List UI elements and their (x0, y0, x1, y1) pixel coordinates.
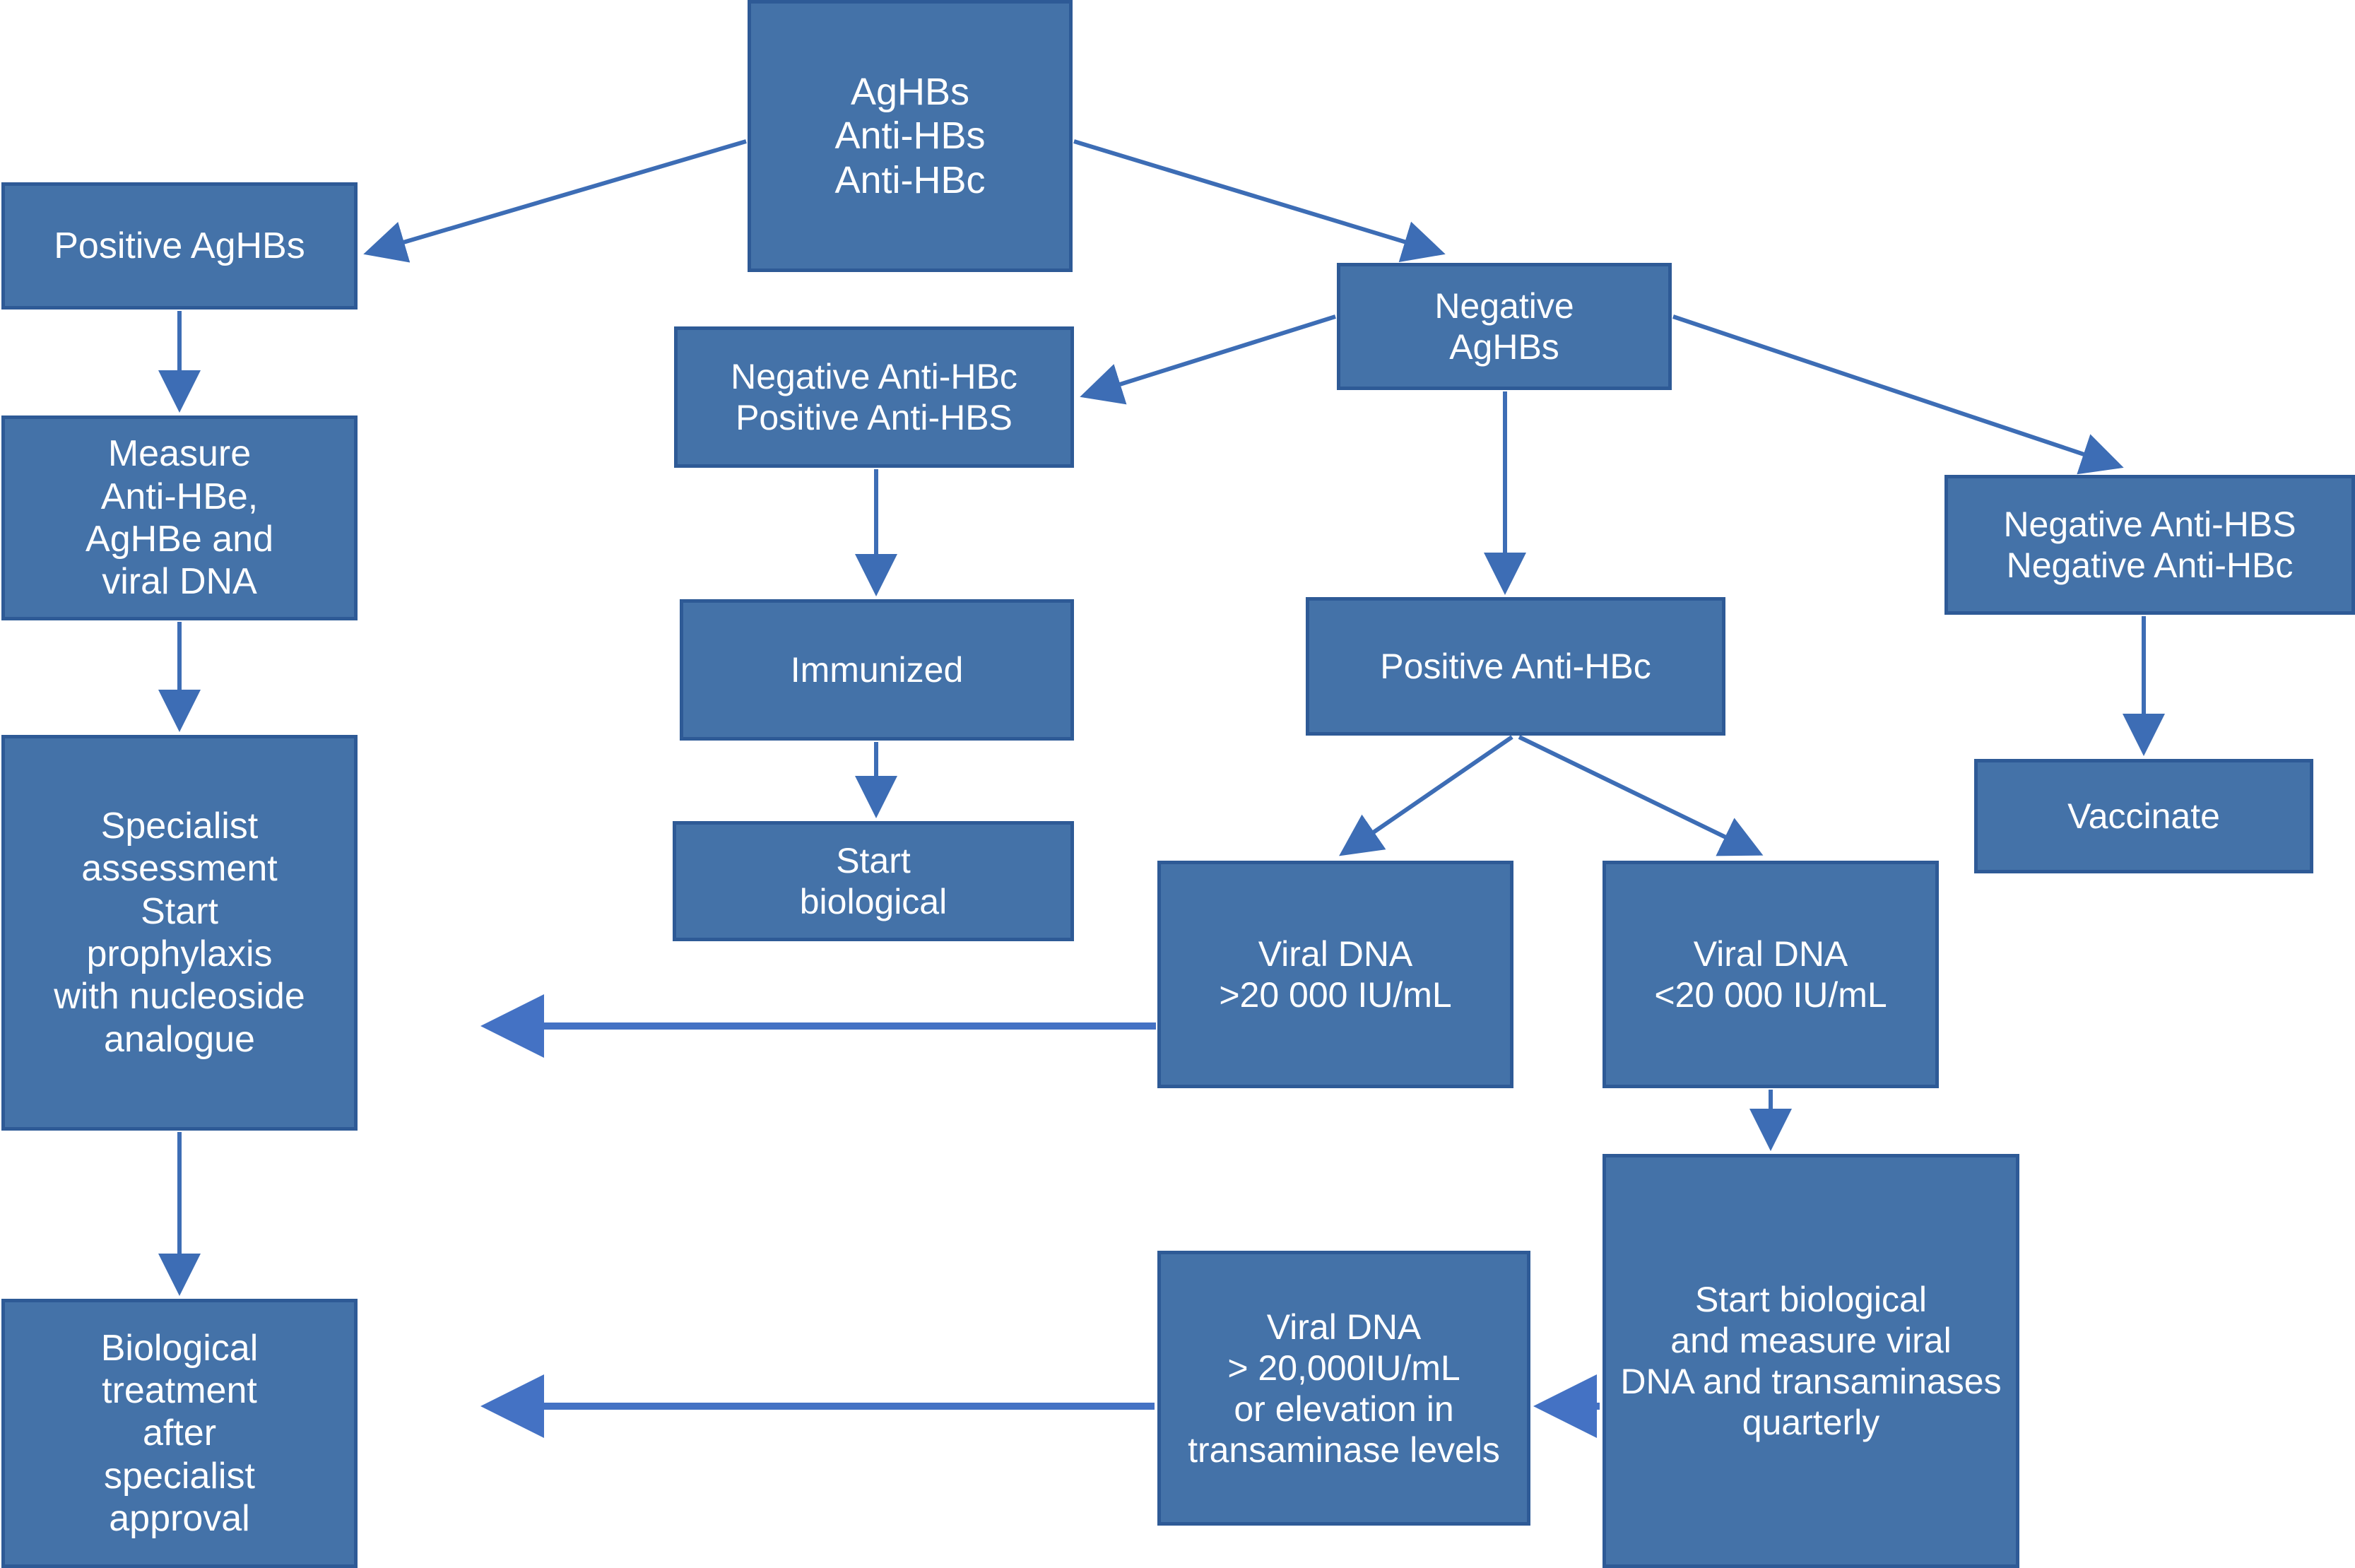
node-biological-approval[interactable]: Biological treatment after specialist ap… (1, 1299, 358, 1568)
edge-negative-aghbs-to-neg-hbs-neg-hbc (1672, 314, 2124, 475)
node-neg-hbc-pos-hbs[interactable]: Negative Anti-HBc Positive Anti-HBS (674, 326, 1074, 468)
node-immunized[interactable]: Immunized (680, 599, 1074, 741)
edge-screening-to-positive-aghbs (363, 139, 747, 263)
node-dna-low[interactable]: Viral DNA <20 000 IU/mL (1603, 861, 1939, 1088)
edge-screening-to-negative-aghbs (1073, 139, 1446, 263)
node-positive-anti-hbc[interactable]: Positive Anti-HBc (1306, 597, 1725, 736)
node-start-bio-monitor[interactable]: Start biological and measure viral DNA a… (1603, 1154, 2019, 1568)
node-measure-markers[interactable]: Measure Anti-HBe, AgHBe and viral DNA (1, 415, 358, 620)
node-vaccinate[interactable]: Vaccinate (1974, 759, 2313, 873)
node-neg-hbs-neg-hbc[interactable]: Negative Anti-HBS Negative Anti-HBc (1944, 475, 2355, 615)
node-negative-aghbs[interactable]: Negative AgHBs (1337, 263, 1672, 390)
node-specialist-assessment[interactable]: Specialist assessment Start prophylaxis … (1, 735, 358, 1131)
edge-negative-aghbs-to-neg-hbc-pos-hbs (1080, 314, 1336, 405)
edge-positive-anti-hbc-to-dna-high (1339, 735, 1513, 856)
edge-positive-anti-hbc-to-dna-low (1518, 735, 1764, 856)
node-positive-aghbs[interactable]: Positive AgHBs (1, 182, 358, 310)
node-dna-high-or-alt[interactable]: Viral DNA > 20,000IU/mL or elevation in … (1157, 1251, 1530, 1526)
node-dna-high[interactable]: Viral DNA >20 000 IU/mL (1157, 861, 1513, 1088)
node-screening[interactable]: AgHBs Anti-HBs Anti-HBc (748, 0, 1073, 272)
node-start-biological[interactable]: Start biological (673, 821, 1074, 941)
